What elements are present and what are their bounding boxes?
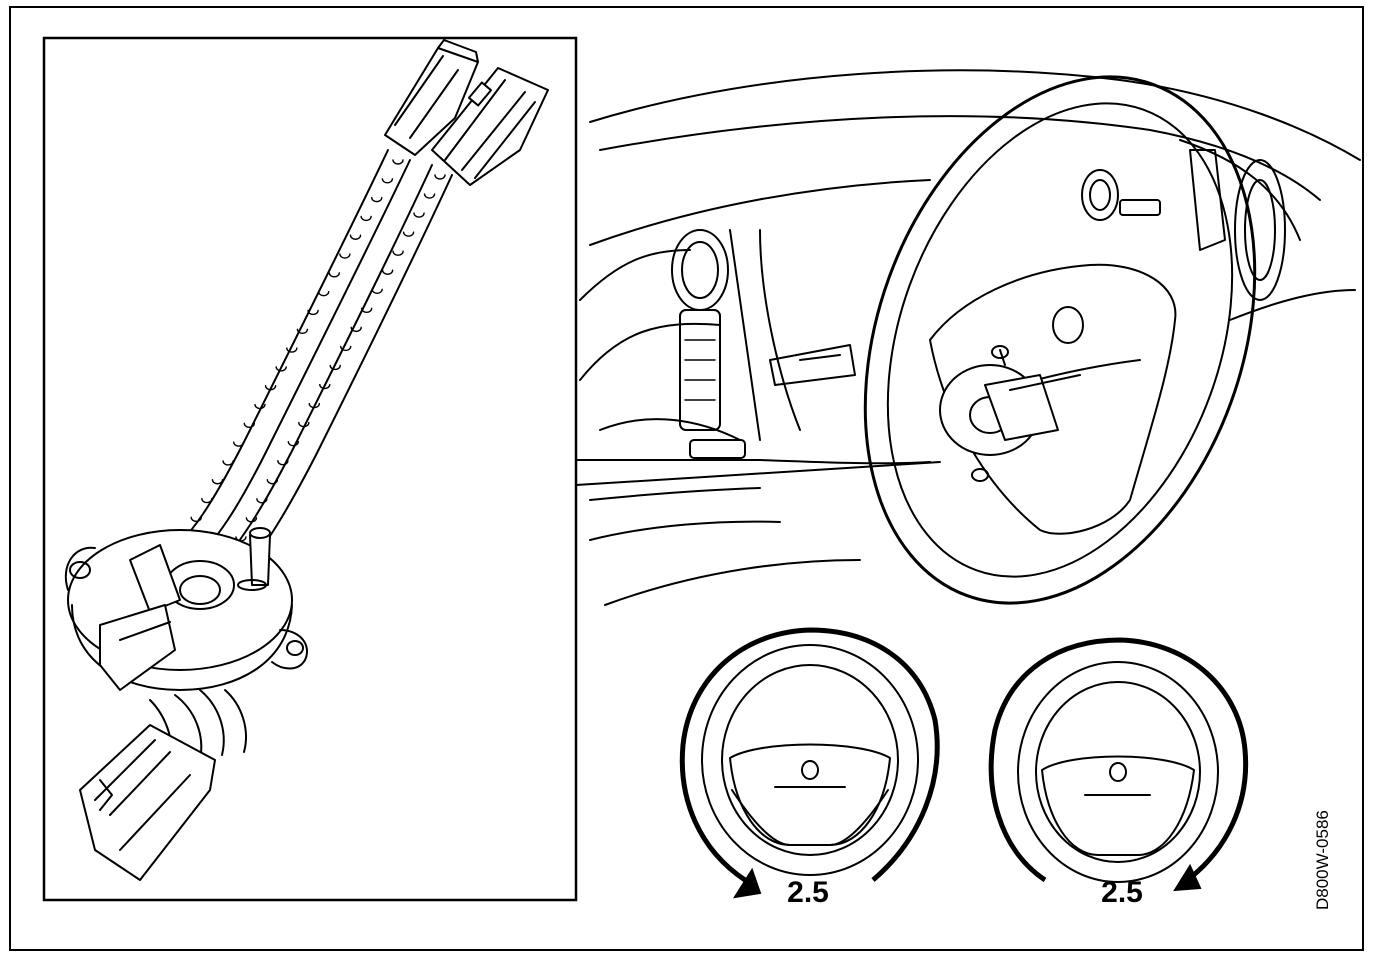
- ribbon-scallop: [286, 347, 298, 353]
- ribbon-scallop: [402, 231, 415, 237]
- ribbon-scallop: [350, 326, 362, 333]
- ribbon-scallop: [190, 516, 202, 523]
- ribbon-scallop: [243, 422, 256, 428]
- steering-wheel-counterclockwise-icon: [988, 637, 1249, 892]
- dashboard-steering-wheel-icon: [579, 69, 1361, 606]
- clockwise-turns-label: 2.5: [787, 876, 829, 909]
- ribbon-scallop: [349, 234, 362, 240]
- ribbon-scallop: [381, 269, 394, 275]
- figure-code-label: D800W-0586: [1313, 810, 1332, 910]
- ribbon-scallop: [392, 250, 404, 256]
- ribbon-scallop: [256, 498, 268, 504]
- ribbon-scallop: [371, 288, 383, 294]
- ribbon-scallop: [317, 290, 330, 297]
- ribbon-scallop: [423, 193, 436, 199]
- ribbon-scallop: [277, 460, 289, 466]
- clock-spring-contact-reel-icon: [64, 39, 549, 881]
- ribbon-scallop: [339, 253, 351, 259]
- steering-wheel-clockwise-icon: [679, 627, 940, 899]
- ribbon-scallop: [298, 421, 310, 428]
- ribbon-scallop: [340, 345, 352, 352]
- ribbon-scallop: [233, 441, 245, 447]
- ribbon-scallop: [266, 479, 279, 485]
- ribbon-scallop: [371, 196, 383, 203]
- ribbon-scallop: [222, 460, 234, 466]
- ribbon-scallop: [296, 328, 309, 334]
- ribbon-scallop: [360, 307, 373, 313]
- ribbon-scallop: [308, 402, 320, 409]
- ribbon-scallop: [254, 403, 266, 410]
- detail-panel-frame: [42, 36, 578, 902]
- ribbon-scallop: [392, 159, 404, 165]
- ribbon-scallop: [287, 440, 300, 447]
- ribbon-scallop: [245, 517, 258, 523]
- counterclockwise-turns-label: 2.5: [1101, 876, 1143, 909]
- ribbon-scallop: [328, 272, 340, 278]
- ribbon-scallop: [413, 212, 425, 218]
- ribbon-scallop: [201, 497, 213, 504]
- ribbon-scallop: [307, 309, 319, 316]
- ribbon-scallop: [211, 479, 224, 485]
- leader-lines: [575, 459, 941, 486]
- ribbon-scallop: [434, 174, 446, 180]
- ribbon-scallop: [319, 383, 331, 390]
- outer-frame: [9, 6, 1364, 951]
- ribbon-scallop: [329, 364, 341, 371]
- ribbon-scallop: [381, 178, 394, 184]
- ribbon-scallop: [360, 215, 372, 222]
- ribbon-scallop: [275, 366, 287, 372]
- ribbon-scallop: [264, 385, 277, 391]
